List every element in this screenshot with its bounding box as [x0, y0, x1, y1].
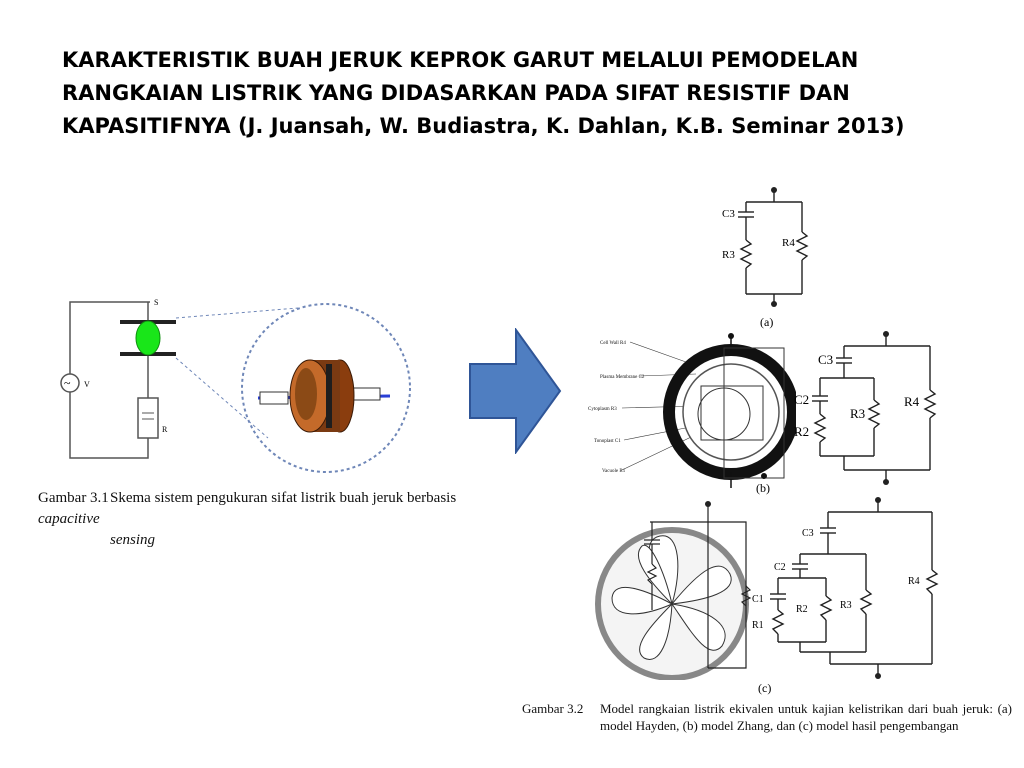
- figure-3-2-caption: Gambar 3.2 Model rangkaian listrik ekiva…: [522, 700, 1012, 734]
- cell-label-vacuole: Vacuole R1: [602, 469, 626, 474]
- figure-3-2-panel-a: C3 R3 R4 (a): [722, 187, 809, 329]
- sensor-label: S: [154, 298, 158, 307]
- meter-label: R: [162, 425, 168, 434]
- title-line-3: KAPASITIFNYA (J. Juansah, W. Budiastra, …: [62, 114, 905, 138]
- label-r4-c: R4: [908, 576, 920, 587]
- figure-3-1-italic-2: sensing: [110, 532, 155, 548]
- label-c3-b: C3: [818, 352, 833, 367]
- slide-title: KARAKTERISTIK BUAH JERUK KEPROK GARUT ME…: [62, 44, 962, 143]
- panel-a-tag: (a): [760, 315, 773, 329]
- panel-c-tag: (c): [758, 681, 772, 695]
- panel-b-tag: (b): [756, 481, 770, 495]
- cell-label-cytoplasm: Cytoplasm R3: [588, 407, 617, 412]
- cell-label-wall: Cell Wall R4: [600, 341, 626, 346]
- label-r3-a: R3: [722, 249, 735, 261]
- label-c2-c: C2: [774, 562, 786, 573]
- figure-3-1-caption: Gambar 3.1Skema sistem pengukuran sifat …: [38, 488, 518, 551]
- figure-3-2-panel-b-circuit: C3 C2 R2 R3 R4: [794, 331, 937, 485]
- figure-3-1-label: Gambar 3.1: [38, 490, 109, 506]
- right-arrow-icon: [469, 328, 562, 454]
- volt-label: V: [84, 380, 90, 389]
- orange-fruit: [135, 320, 161, 356]
- figure-3-1-diagram: S ~ V R: [60, 298, 411, 473]
- cell-label-tonoplast: Tonoplast C1: [594, 439, 621, 444]
- label-r4-b: R4: [904, 394, 920, 409]
- figure-3-1-text: Skema sistem pengukuran sifat listrik bu…: [110, 490, 457, 506]
- figure-3-2-label: Gambar 3.2: [522, 701, 584, 716]
- label-r3-b: R3: [850, 406, 865, 421]
- title-line-2: RANGKAIAN LISTRIK YANG DIDASARKAN PADA S…: [62, 81, 850, 105]
- label-c3-c: C3: [802, 528, 814, 539]
- zoom-circle: [241, 303, 411, 473]
- figure-3-2-panel-c-fruit: [595, 501, 752, 680]
- figure-3-2-text: Model rangkaian listrik ekivalen untuk k…: [600, 701, 1012, 733]
- title-line-1: KARAKTERISTIK BUAH JERUK KEPROK GARUT ME…: [62, 48, 859, 72]
- label-r2-b: R2: [794, 424, 809, 439]
- label-c2-b: C2: [794, 392, 809, 407]
- figure-3-2-panel-b-cell: Cell Wall R4 Plasma Membrane C2 Cytoplas…: [588, 333, 796, 488]
- label-r1-c: R1: [752, 620, 764, 631]
- ac-source-icon: [60, 373, 80, 393]
- figure-3-2-panel-c-circuit: C3 C2 C1 R1 R2 R3 R4: [752, 497, 939, 679]
- label-r2-c: R2: [796, 604, 808, 615]
- label-c3-a: C3: [722, 208, 735, 220]
- label-r4-a: R4: [782, 237, 795, 249]
- ac-source-symbol: ~: [64, 376, 71, 390]
- figure-3-1-italic-1: capacitive: [38, 511, 100, 527]
- meter-box: [137, 397, 159, 439]
- label-r3-c: R3: [840, 600, 852, 611]
- cell-label-membrane: Plasma Membrane C2: [600, 375, 645, 380]
- label-c1-c: C1: [752, 594, 764, 605]
